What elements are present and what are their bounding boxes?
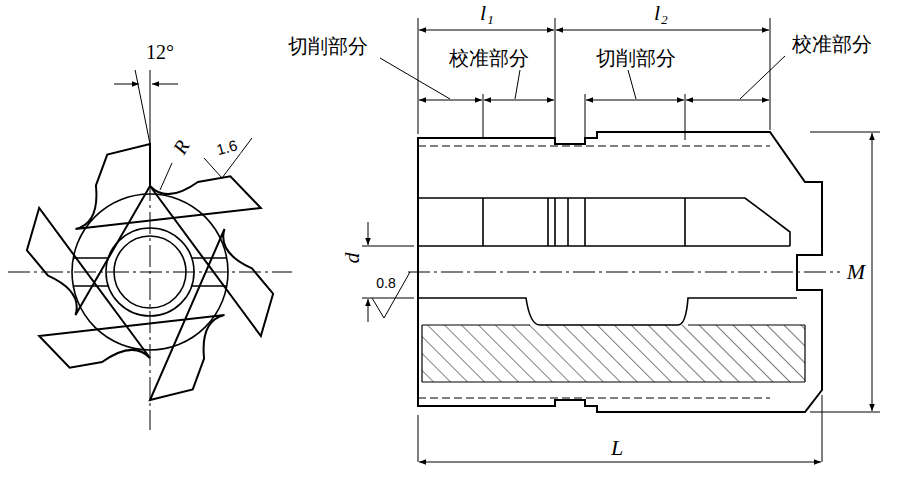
- drawing-line: [362, 246, 414, 298]
- drawing-line: [686, 100, 769, 101]
- drawing-line: [419, 30, 554, 31]
- drawing-line: [368, 222, 369, 245]
- region-label: 切削部分: [287, 35, 369, 57]
- drawing-line: [204, 138, 252, 178]
- drawing-line: [152, 84, 178, 85]
- roughness-value: 0.8: [375, 276, 396, 291]
- diameter-dimension: M: [846, 260, 866, 284]
- drawing-line: [515, 70, 520, 99]
- drawing-line: [484, 100, 554, 101]
- drawing-line: [419, 462, 821, 463]
- drawing-line: [418, 398, 770, 399]
- region-label: 校准部分: [791, 33, 873, 55]
- drawing-line: [586, 100, 684, 101]
- drawing-line: [418, 395, 822, 462]
- drawing-line: [114, 84, 139, 85]
- drawing-line: [422, 325, 805, 382]
- drawing-line: [418, 18, 770, 138]
- drawing-line: [422, 325, 805, 382]
- drawing-line: [483, 198, 685, 246]
- drawing-line: [418, 298, 797, 325]
- drawing-line: [8, 146, 292, 430]
- angle-dimension: 12°: [145, 41, 175, 63]
- length-dimension: l₂: [653, 1, 669, 25]
- dimensions: [362, 18, 880, 462]
- drawing-line: [372, 272, 410, 318]
- roughness-value: 1.6: [214, 137, 240, 159]
- drawing-line: [368, 299, 369, 322]
- diameter-dimension: d: [340, 252, 364, 265]
- end-view: [8, 70, 292, 430]
- drawing-line: [740, 56, 785, 99]
- drawing-line: [418, 198, 790, 246]
- drawing-line: [872, 133, 873, 411]
- drawing-line: [135, 70, 150, 144]
- drawing-line: [408, 272, 840, 273]
- length-dimension: L: [610, 436, 624, 460]
- drawing-line: [380, 58, 450, 99]
- radius-label: R: [168, 135, 194, 158]
- drawing-line: [628, 70, 636, 99]
- region-label: 切削部分: [595, 47, 677, 69]
- drawing-line: [160, 163, 172, 190]
- drawing-line: [418, 245, 790, 247]
- drawing-line: [419, 100, 482, 101]
- drawing-line: [483, 132, 685, 140]
- drawing-line: [556, 30, 769, 31]
- length-dimension: l₁: [479, 1, 495, 25]
- drawing-line: [483, 94, 685, 138]
- region-label: 校准部分: [448, 47, 530, 69]
- drawing-line: [418, 146, 770, 147]
